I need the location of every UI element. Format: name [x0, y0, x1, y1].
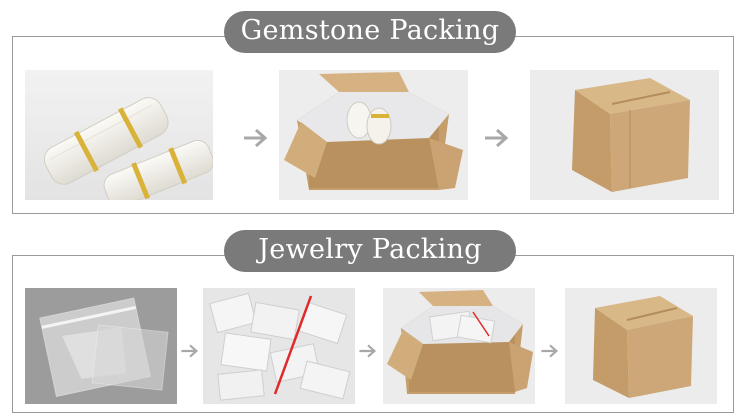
right-arrow-icon	[242, 127, 270, 149]
right-arrow-icon	[540, 342, 560, 360]
open-box-gemstones-photo	[279, 70, 468, 200]
gemstone-packing-title: Gemstone Packing	[224, 11, 516, 53]
pile-of-zip-bags-photo	[203, 288, 355, 404]
open-box-jewelry-photo	[383, 288, 535, 404]
sealed-carton-jewelry-photo	[565, 288, 717, 404]
right-arrow-icon	[483, 127, 511, 149]
jewelry-packing-title: Jewelry Packing	[224, 230, 516, 272]
zip-bag-jewelry-photo	[25, 288, 177, 404]
right-arrow-icon	[358, 342, 378, 360]
sealed-carton-photo	[530, 70, 719, 200]
right-arrow-icon	[180, 342, 200, 360]
paper-wrapped-gemstones-photo	[25, 70, 213, 200]
